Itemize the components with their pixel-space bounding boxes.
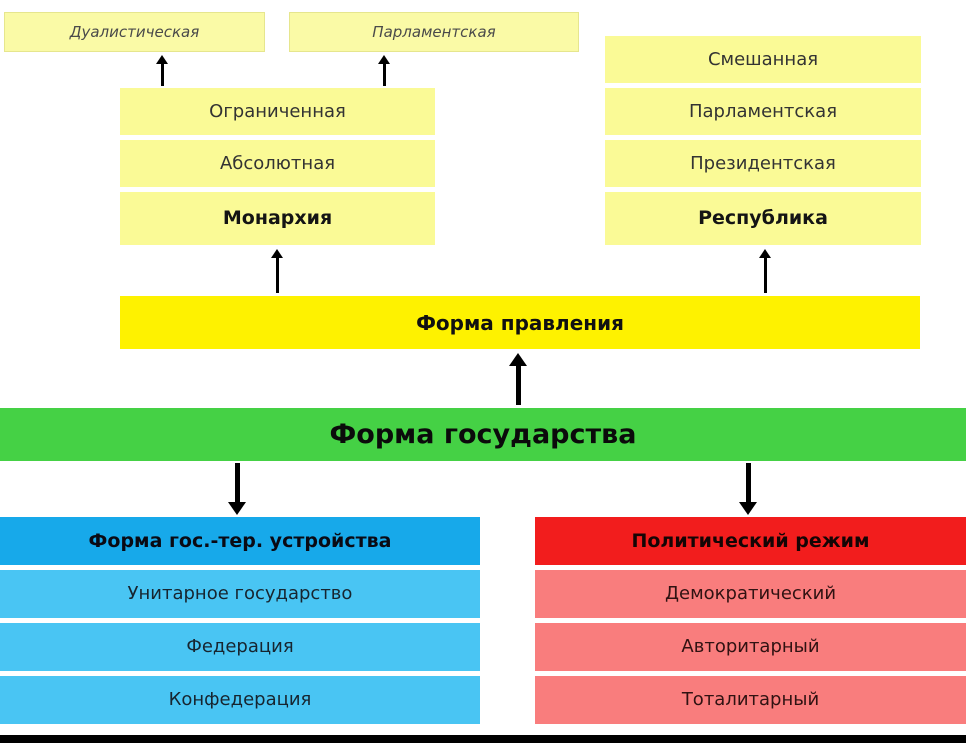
node-monarchy-header: Монархия <box>120 192 435 245</box>
node-federation: Федерация <box>0 623 480 671</box>
arrow-limited-to-parliamentary-icon <box>375 55 393 86</box>
node-republic-header: Республика <box>605 192 921 245</box>
node-territorial-header: Форма гос.-тер. устройства <box>0 517 480 565</box>
arrow-stem <box>745 463 751 502</box>
arrow-head <box>739 502 757 515</box>
arrow-stem <box>234 463 240 502</box>
bottom-border-strip <box>0 735 966 743</box>
arrow-state-to-government-icon <box>509 353 527 405</box>
node-totalitarian: Тоталитарный <box>535 676 966 724</box>
arrow-government-to-republic-icon <box>756 249 774 293</box>
node-unitary-state: Унитарное государство <box>0 570 480 618</box>
arrow-head <box>156 55 168 64</box>
node-democratic: Демократический <box>535 570 966 618</box>
arrow-head <box>271 249 283 258</box>
arrow-government-to-monarchy-icon <box>268 249 286 293</box>
arrow-stem <box>382 64 386 86</box>
node-authoritarian: Авторитарный <box>535 623 966 671</box>
arrow-stem <box>160 64 164 86</box>
arrow-head <box>759 249 771 258</box>
node-presidential-republic: Президентская <box>605 140 921 187</box>
arrow-stem <box>515 366 521 405</box>
arrow-stem <box>275 258 279 293</box>
node-regime-header: Политический режим <box>535 517 966 565</box>
arrow-head <box>378 55 390 64</box>
arrow-head <box>228 502 246 515</box>
node-parliamentary-monarchy: Парламентская <box>289 12 579 52</box>
node-dualistic-monarchy: Дуалистическая <box>4 12 265 52</box>
node-mixed-republic: Смешанная <box>605 36 921 83</box>
arrow-limited-to-dualistic-icon <box>153 55 171 86</box>
arrow-state-to-regime-icon <box>739 463 757 515</box>
arrow-stem <box>763 258 767 293</box>
arrow-state-to-territorial-icon <box>228 463 246 515</box>
arrow-head <box>509 353 527 366</box>
node-limited-monarchy: Ограниченная <box>120 88 435 135</box>
node-form-of-government: Форма правления <box>120 296 920 349</box>
node-absolute-monarchy: Абсолютная <box>120 140 435 187</box>
node-parliamentary-republic: Парламентская <box>605 88 921 135</box>
node-form-of-state: Форма государства <box>0 408 966 461</box>
node-confederation: Конфедерация <box>0 676 480 724</box>
